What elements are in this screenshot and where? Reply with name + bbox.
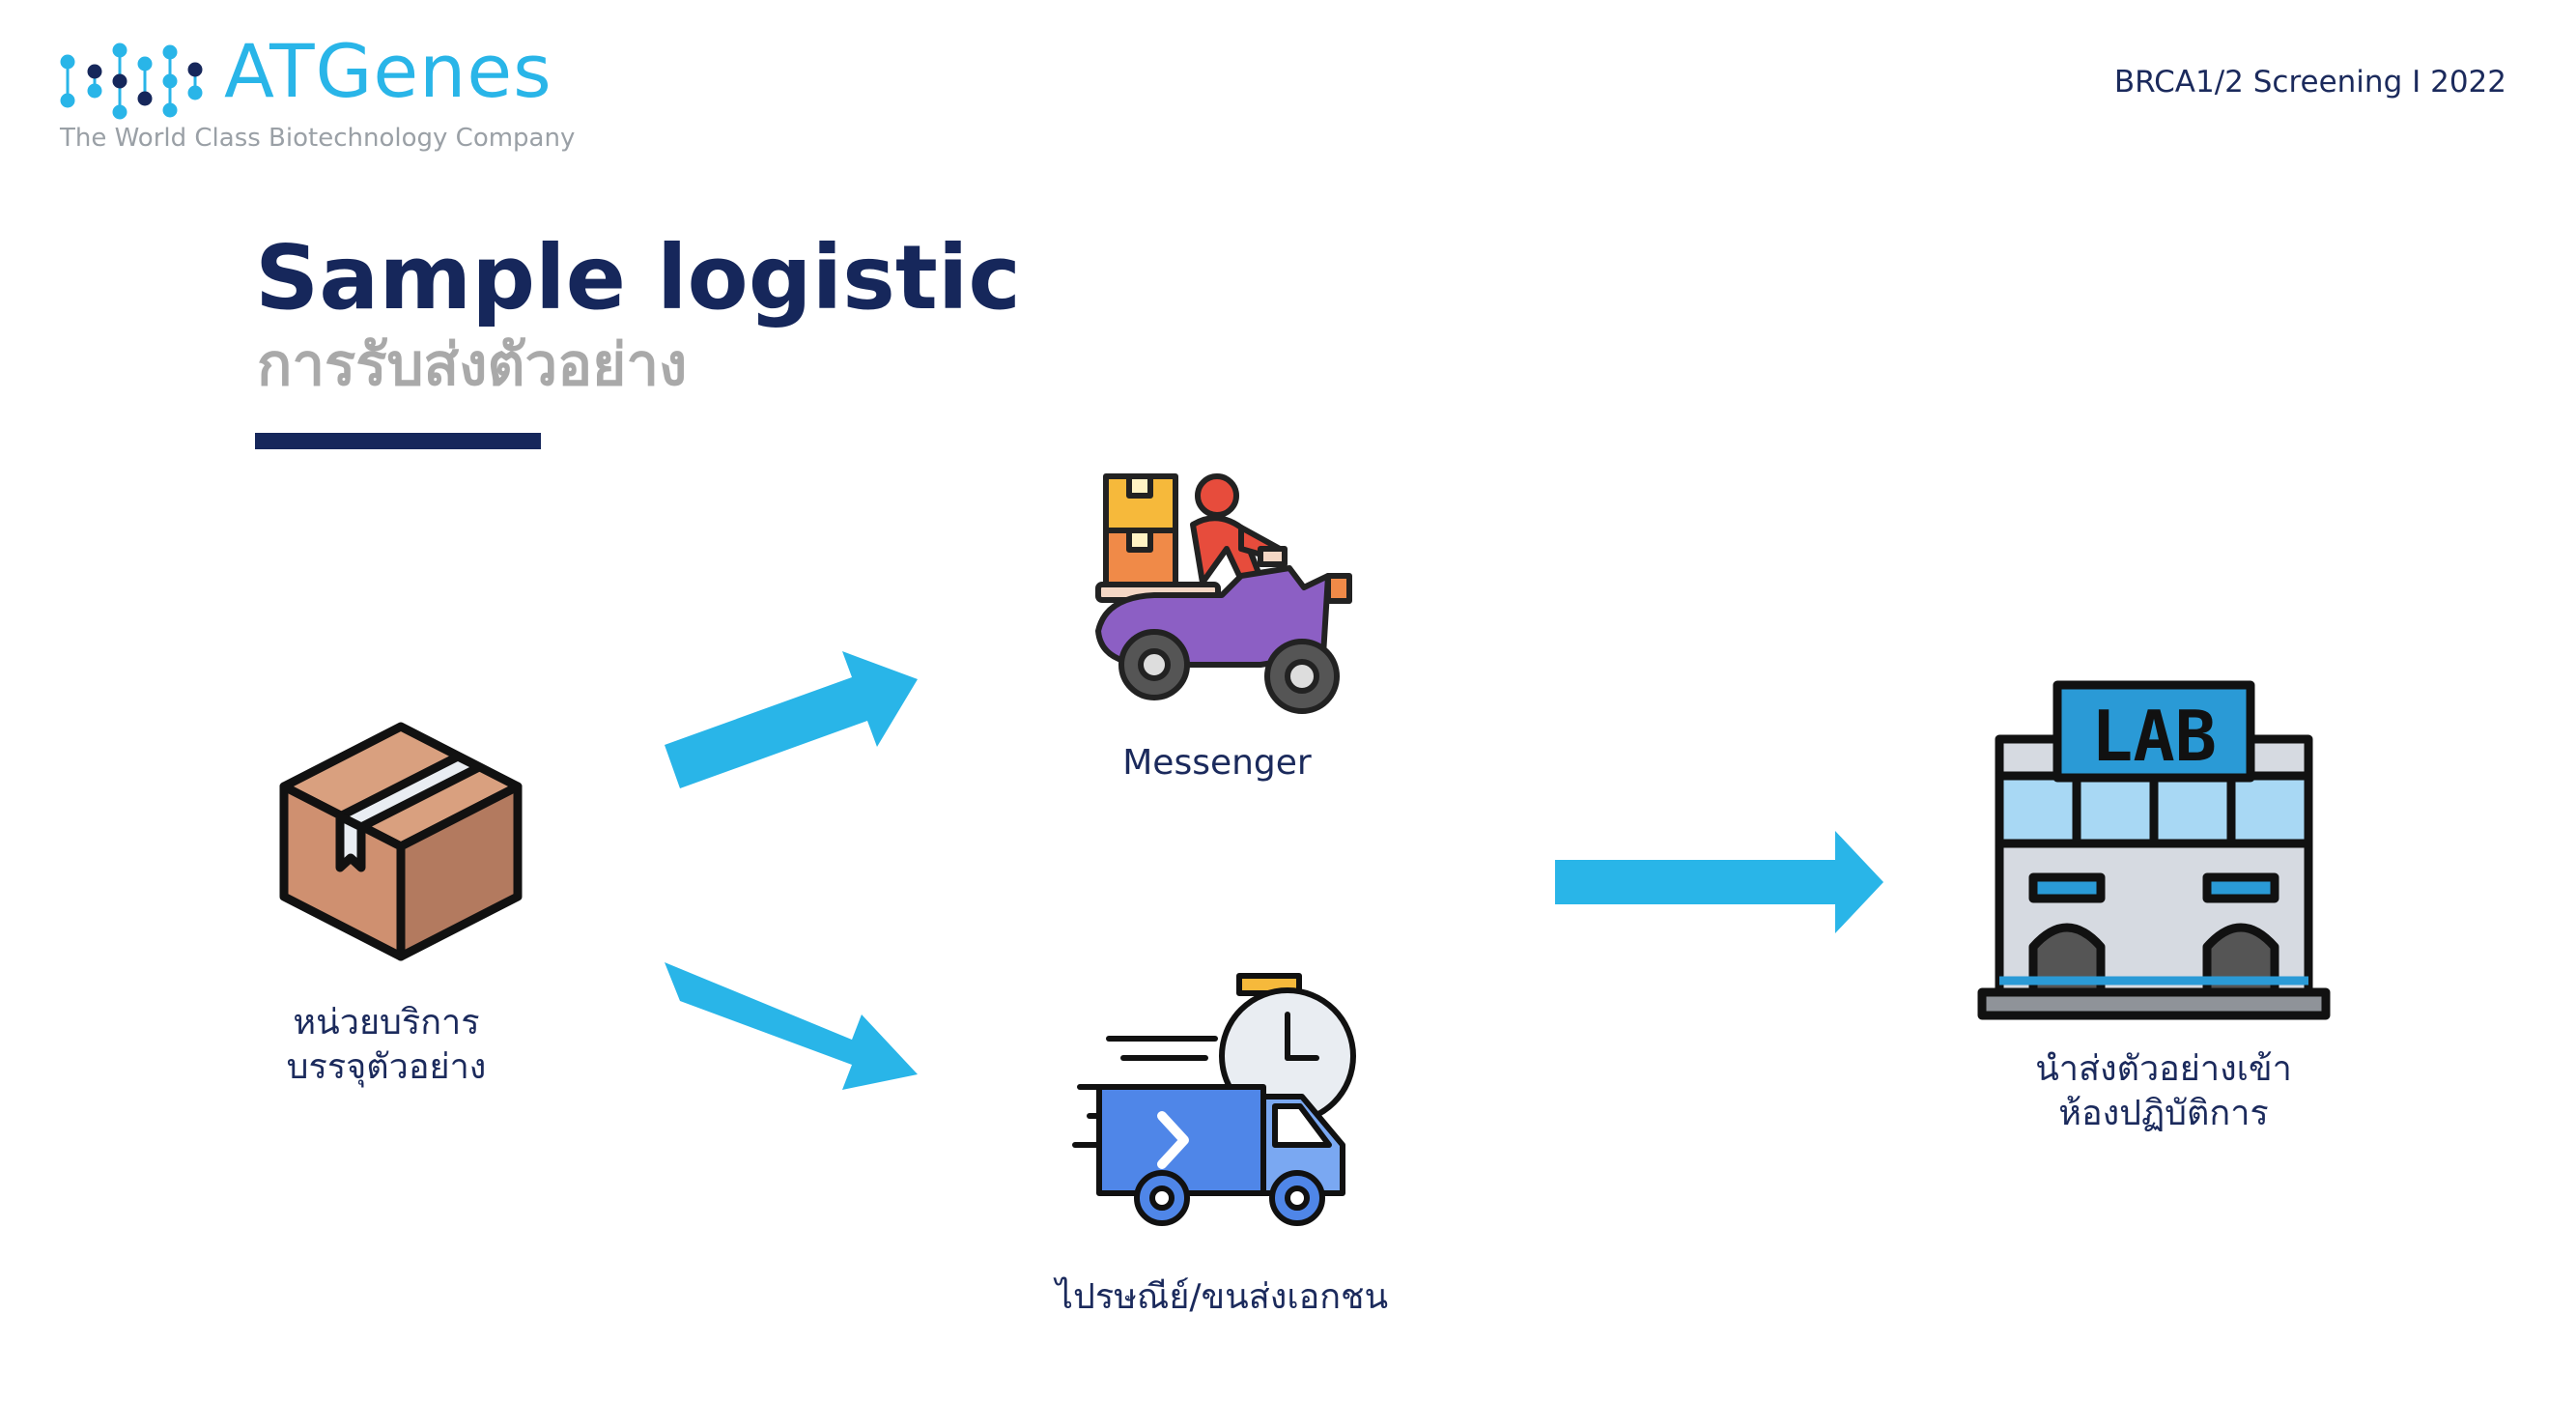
lab-building-icon: LAB xyxy=(1977,680,2331,1020)
post-courier-label: ไปรษณีย์/ขนส่งเอกชน xyxy=(1055,1277,1389,1317)
packing-unit-label: หน่วยบริการ บรรจุตัวอย่าง xyxy=(241,1001,531,1090)
delivery-van-clock-icon xyxy=(1072,973,1356,1226)
packing-unit-label-line2: บรรจุตัวอย่าง xyxy=(286,1047,487,1088)
page-title: Sample logistic xyxy=(255,226,1021,329)
delivery-scooter-icon xyxy=(1095,473,1352,714)
lab-sign-text: LAB xyxy=(2091,696,2217,777)
header-subtitle: BRCA1/2 Screening I 2022 xyxy=(2113,65,2506,100)
atgenes-logo-mark-icon xyxy=(60,43,203,120)
page-subtitle-thai: การรับส่งตัวอย่าง xyxy=(257,331,688,399)
packing-unit-label-line1: หน่วยบริการ xyxy=(293,1003,480,1042)
lab-delivery-label: นำส่งตัวอย่างเข้า ห้องปฏิบัติการ xyxy=(1970,1047,2357,1136)
messenger-label: Messenger xyxy=(1122,743,1312,783)
cardboard-box-icon xyxy=(279,722,523,961)
title-underline xyxy=(255,433,541,449)
brand-name: ATGenes xyxy=(224,28,552,114)
arrow-to-messenger-icon xyxy=(665,651,918,788)
arrow-to-lab-icon xyxy=(1555,831,1883,933)
arrow-to-post-icon xyxy=(665,962,918,1090)
lab-delivery-label-line2: ห้องปฏิบัติการ xyxy=(2058,1094,2269,1134)
brand-tagline: The World Class Biotechnology Company xyxy=(60,124,576,153)
lab-delivery-label-line1: นำส่งตัวอย่างเข้า xyxy=(2035,1049,2292,1089)
